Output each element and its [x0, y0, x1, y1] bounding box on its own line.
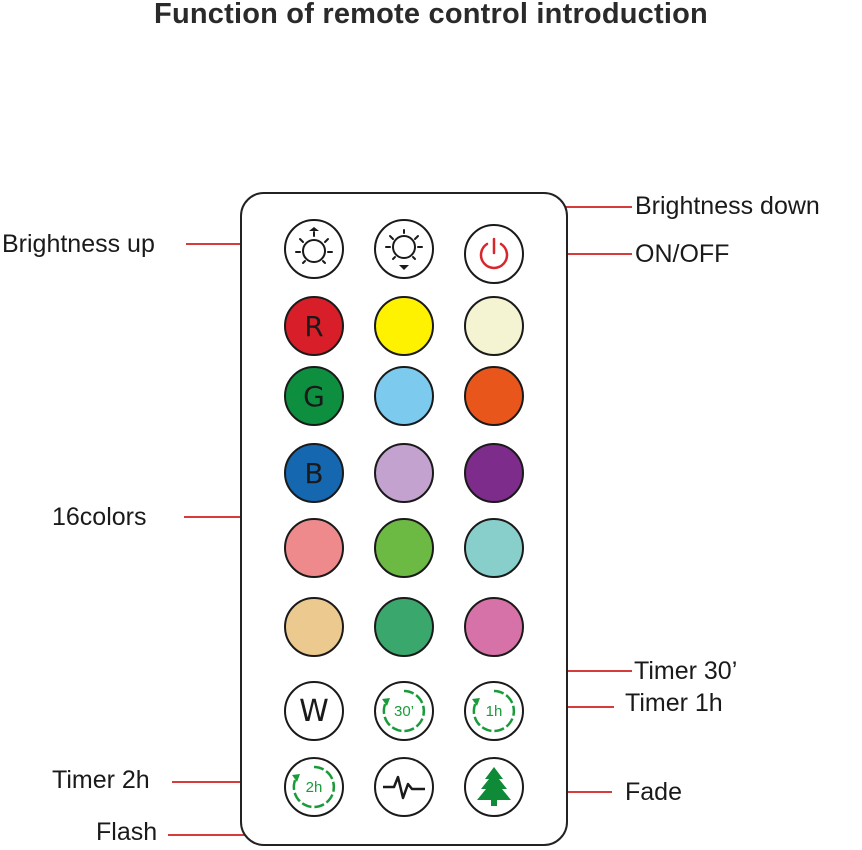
timer-30-label: Timer 30’ [634, 657, 738, 685]
brightness-up-icon [295, 227, 333, 264]
timer-1h-label: Timer 1h [625, 689, 723, 717]
light-blue-button[interactable] [374, 366, 434, 426]
timer-2h-button[interactable]: 2h [284, 757, 344, 817]
timer-2h-text: 2h [305, 778, 323, 796]
timer-30-text: 30’ [393, 702, 415, 720]
page-title: Function of remote control introduction [154, 0, 708, 30]
purple-button[interactable] [464, 443, 524, 503]
cream-button[interactable] [464, 296, 524, 356]
white-letter: W [299, 693, 329, 729]
tan-button[interactable] [284, 597, 344, 657]
fade-button[interactable] [464, 757, 524, 817]
blue-letter: B [304, 456, 324, 490]
flash-label: Flash [96, 818, 158, 846]
brightness-down-button[interactable] [374, 219, 434, 279]
brightness-down-label: Brightness down [635, 192, 820, 220]
brightness-up-button[interactable] [284, 219, 344, 279]
magenta-pink-button[interactable] [464, 597, 524, 657]
lime-green-button[interactable] [374, 518, 434, 578]
power-icon [479, 237, 509, 270]
flash-button[interactable] [374, 757, 434, 817]
red-letter: R [304, 309, 324, 343]
orange-button[interactable] [464, 366, 524, 426]
timer-30-button[interactable]: 30’ [374, 681, 434, 741]
sea-green-button[interactable] [374, 597, 434, 657]
blue-button[interactable]: B [284, 443, 344, 503]
pink-button[interactable] [284, 518, 344, 578]
timer-30-icon [382, 689, 426, 733]
yellow-button[interactable] [374, 296, 434, 356]
green-button[interactable]: G [284, 366, 344, 426]
timer-1h-icon [472, 689, 516, 733]
red-button[interactable]: R [284, 296, 344, 356]
timer-1h-button[interactable]: 1h [464, 681, 524, 741]
teal-button[interactable] [464, 518, 524, 578]
green-letter: G [303, 379, 325, 413]
timer-1h-text: 1h [485, 702, 503, 720]
colors-label: 16colors [52, 503, 147, 531]
lavender-button[interactable] [374, 443, 434, 503]
timer-2h-icon [292, 765, 336, 809]
white-button[interactable]: W [284, 681, 344, 741]
fade-label: Fade [625, 778, 682, 806]
on-off-label: ON/OFF [635, 240, 730, 268]
power-button[interactable] [464, 224, 524, 284]
timer-2h-label: Timer 2h [52, 766, 150, 794]
flash-icon [383, 775, 425, 800]
brightness-down-icon [385, 229, 423, 270]
brightness-up-label: Brightness up [2, 230, 155, 258]
tree-icon [477, 767, 511, 806]
